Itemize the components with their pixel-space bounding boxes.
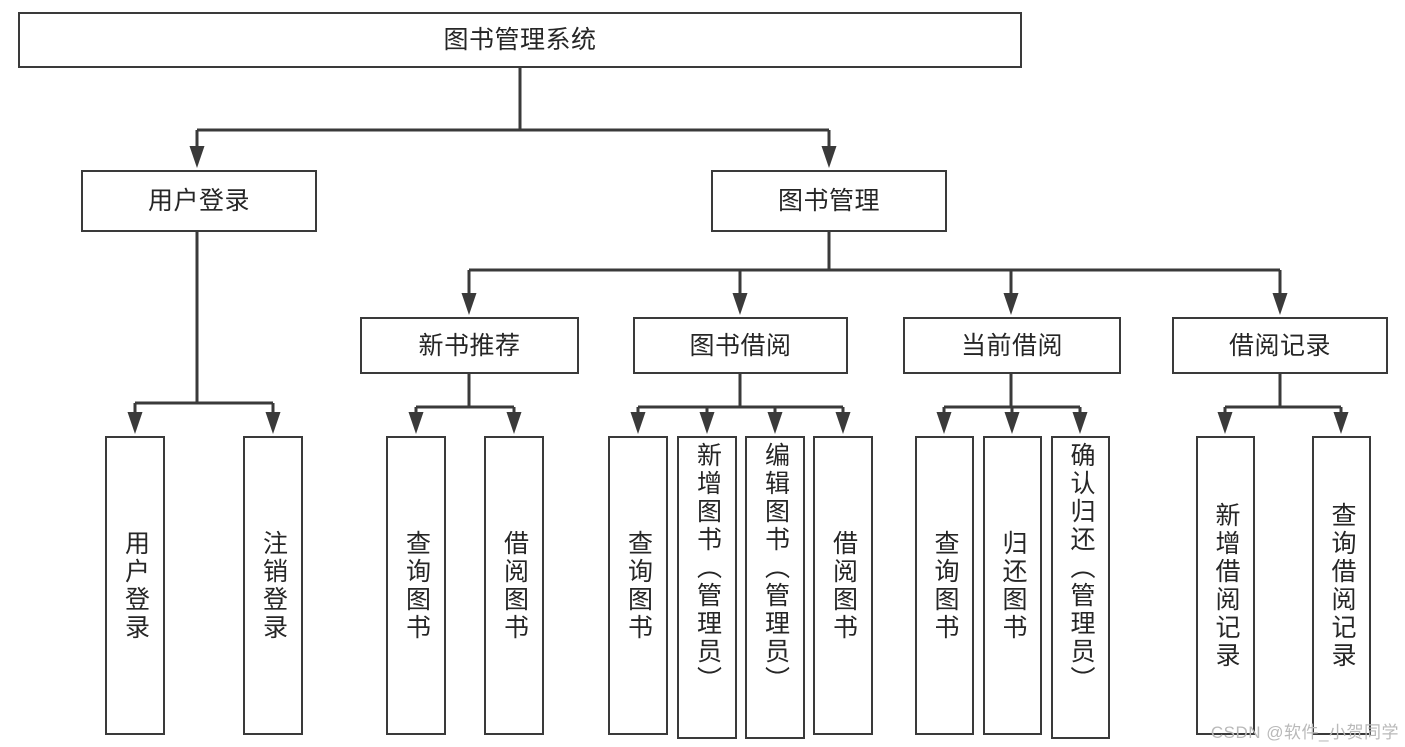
watermark: CSDN @软件_小贺同学 <box>1210 723 1399 742</box>
arrowhead-l2-1-to-l3-3 <box>1272 293 1288 315</box>
connector-group <box>127 68 1349 434</box>
node-user-login[interactable]: 用户登录 <box>81 170 317 232</box>
node-label: 用户登录 <box>147 187 250 215</box>
arrowhead-root-to-l2-1 <box>821 146 837 168</box>
leaf-add-borrow-record[interactable]: 新增借阅记录 <box>1196 436 1255 735</box>
arrowhead-l3-1-to-leaf-4 <box>630 412 646 434</box>
node-label: 查询图书 <box>931 529 959 642</box>
leaf-confirm-return-admin[interactable]: 确认归还（管理员） <box>1051 436 1110 739</box>
arrowhead-l2-0-to-leaf-1 <box>265 412 281 434</box>
node-label: 确认归还（管理员） <box>1067 442 1095 694</box>
arrowhead-l2-1-to-l3-1 <box>732 293 748 315</box>
arrowhead-l3-2-to-leaf-8 <box>936 412 952 434</box>
arrowhead-l3-3-to-leaf-12 <box>1333 412 1349 434</box>
node-book-management[interactable]: 图书管理 <box>711 170 947 232</box>
node-label: 用户登录 <box>121 529 150 642</box>
node-label: 借阅记录 <box>1228 331 1331 360</box>
arrowhead-l2-1-to-l3-0 <box>461 293 477 315</box>
node-root[interactable]: 图书管理系统 <box>18 12 1022 68</box>
arrowhead-l3-1-to-leaf-6 <box>767 412 783 434</box>
leaf-edit-book-admin[interactable]: 编辑图书（管理员） <box>745 436 805 739</box>
arrowhead-root-to-l2-0 <box>189 146 205 168</box>
arrowhead-l3-0-to-leaf-3 <box>506 412 522 434</box>
arrowhead-l3-1-to-leaf-5 <box>699 412 715 434</box>
node-label: 查询借阅记录 <box>1328 501 1356 670</box>
arrowhead-l3-3-to-leaf-11 <box>1217 412 1233 434</box>
node-label: 编辑图书（管理员） <box>761 442 790 694</box>
node-label: 图书借阅 <box>689 331 792 360</box>
arrowhead-l3-2-to-leaf-10 <box>1072 412 1088 434</box>
node-label: 查询图书 <box>402 529 431 642</box>
leaf-query-book-recommend[interactable]: 查询图书 <box>386 436 446 735</box>
leaf-return-book[interactable]: 归还图书 <box>983 436 1042 735</box>
node-book-borrow[interactable]: 图书借阅 <box>633 317 848 374</box>
node-label: 注销登录 <box>259 529 288 642</box>
arrowhead-l2-0-to-leaf-0 <box>127 412 143 434</box>
node-new-book-recommend[interactable]: 新书推荐 <box>360 317 579 374</box>
node-label: 新书推荐 <box>418 331 521 360</box>
leaf-add-book-admin[interactable]: 新增图书（管理员） <box>677 436 737 739</box>
arrowhead-l2-1-to-l3-2 <box>1003 293 1019 315</box>
node-label: 当前借阅 <box>960 331 1063 360</box>
node-label: 新增借阅记录 <box>1212 501 1240 670</box>
leaf-logout[interactable]: 注销登录 <box>243 436 303 735</box>
arrowhead-l3-2-to-leaf-9 <box>1004 412 1020 434</box>
leaf-user-login[interactable]: 用户登录 <box>105 436 165 735</box>
leaf-query-book-current[interactable]: 查询图书 <box>915 436 974 735</box>
node-label: 归还图书 <box>999 529 1027 642</box>
node-borrow-record[interactable]: 借阅记录 <box>1172 317 1388 374</box>
leaf-query-book-borrow[interactable]: 查询图书 <box>608 436 668 735</box>
leaf-borrow-book-recommend[interactable]: 借阅图书 <box>484 436 544 735</box>
node-label: 借阅图书 <box>500 529 529 642</box>
node-label: 图书管理系统 <box>443 26 597 54</box>
node-label: 查询图书 <box>624 529 653 642</box>
node-label: 新增图书（管理员） <box>693 442 722 694</box>
leaf-query-borrow-record[interactable]: 查询借阅记录 <box>1312 436 1371 735</box>
arrowhead-l3-0-to-leaf-2 <box>408 412 424 434</box>
node-current-borrow[interactable]: 当前借阅 <box>903 317 1121 374</box>
arrowhead-l3-1-to-leaf-7 <box>835 412 851 434</box>
node-label: 借阅图书 <box>829 529 858 642</box>
node-label: 图书管理 <box>777 187 880 215</box>
leaf-borrow-book[interactable]: 借阅图书 <box>813 436 873 735</box>
